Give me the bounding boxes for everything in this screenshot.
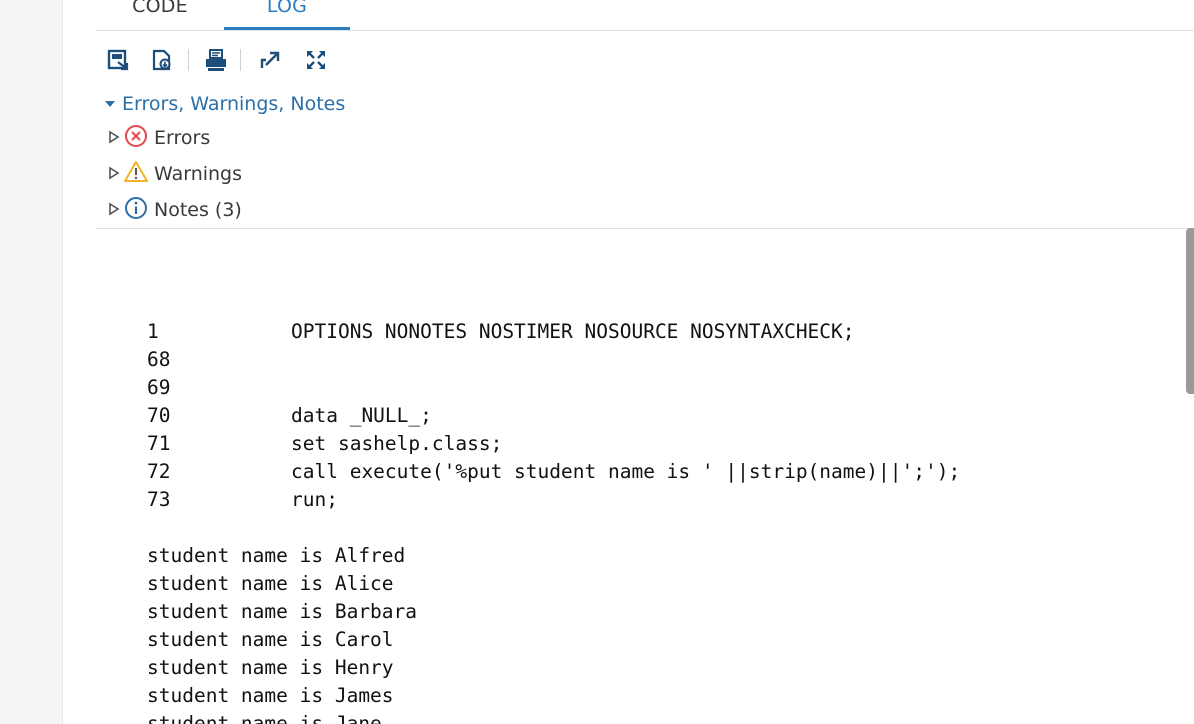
log-output: 1 OPTIONS NONOTES NOSTIMER NOSOURCE NOSY… [147, 318, 1174, 724]
tree-item-errors-label: Errors [154, 127, 211, 149]
log-source-line: 68 [147, 346, 1174, 374]
active-tab-indicator [224, 27, 350, 30]
log-source-line: 1 OPTIONS NONOTES NOSTIMER NOSOURCE NOSY… [147, 318, 1174, 346]
caret-right-icon [108, 163, 120, 185]
log-line-number: 1 [147, 320, 159, 343]
panel-divider [96, 228, 1194, 229]
popout-icon [258, 48, 282, 72]
log-line-code: run; [291, 488, 338, 511]
tree-item-errors[interactable]: Errors [108, 124, 210, 152]
log-line-code: call execute('%put student name is ' ||s… [291, 460, 961, 483]
log-line-number: 68 [147, 348, 171, 371]
caret-down-icon [104, 93, 116, 115]
save-log-icon [106, 48, 130, 72]
log-line-code: OPTIONS NONOTES NOSTIMER NOSOURCE NOSYNT… [291, 320, 855, 343]
log-line-number: 70 [147, 404, 171, 427]
left-gutter [0, 0, 63, 724]
log-source-line: 73 run; [147, 486, 1174, 514]
caret-right-icon [108, 127, 120, 149]
log-output-line: student name is Alfred [147, 544, 406, 567]
log-line-number: 71 [147, 432, 171, 455]
maximize-button[interactable] [302, 46, 330, 74]
tree-item-warnings-label: Warnings [154, 163, 243, 185]
print-button[interactable] [202, 46, 230, 74]
tab-bar: CODE LOG [96, 0, 1194, 31]
tab-log[interactable]: LOG [266, 0, 308, 17]
vertical-scrollbar[interactable] [1186, 228, 1194, 394]
download-log-button[interactable] [148, 46, 176, 74]
log-source-line: 72 call execute('%put student name is ' … [147, 458, 1174, 486]
log-output-line: student name is Carol [147, 628, 394, 651]
toolbar-separator [240, 49, 241, 71]
caret-right-icon [108, 199, 120, 221]
messages-tree-root-label: Errors, Warnings, Notes [122, 93, 346, 115]
log-toolbar [104, 46, 344, 74]
tree-item-notes[interactable]: Notes (3) [108, 196, 242, 224]
log-line-number: 72 [147, 460, 171, 483]
log-output-line: student name is Alice [147, 572, 394, 595]
print-icon [204, 48, 228, 72]
info-icon [124, 196, 148, 225]
log-line-code: set sashelp.class; [291, 432, 503, 455]
tree-item-warnings[interactable]: Warnings [108, 160, 242, 188]
popout-button[interactable] [256, 46, 284, 74]
save-log-button[interactable] [104, 46, 132, 74]
error-icon [124, 124, 148, 153]
log-output-line: student name is James [147, 684, 394, 707]
log-line-number: 69 [147, 376, 171, 399]
log-source-line: 69 [147, 374, 1174, 402]
tab-code[interactable]: CODE [132, 0, 188, 17]
log-output-line: student name is Jane [147, 712, 382, 724]
tree-item-notes-label: Notes (3) [154, 199, 242, 221]
log-line-number: 73 [147, 488, 171, 511]
warning-icon [124, 160, 148, 189]
log-source-line: 71 set sashelp.class; [147, 430, 1174, 458]
log-line-code: data _NULL_; [291, 404, 432, 427]
toolbar-separator [188, 49, 189, 71]
log-output-line: student name is Henry [147, 656, 394, 679]
log-output-line: student name is Barbara [147, 600, 418, 623]
maximize-icon [304, 48, 328, 72]
download-log-icon [150, 48, 174, 72]
messages-tree-root[interactable]: Errors, Warnings, Notes [104, 90, 345, 118]
log-blank-line [147, 514, 1174, 542]
log-source-line: 70 data _NULL_; [147, 402, 1174, 430]
